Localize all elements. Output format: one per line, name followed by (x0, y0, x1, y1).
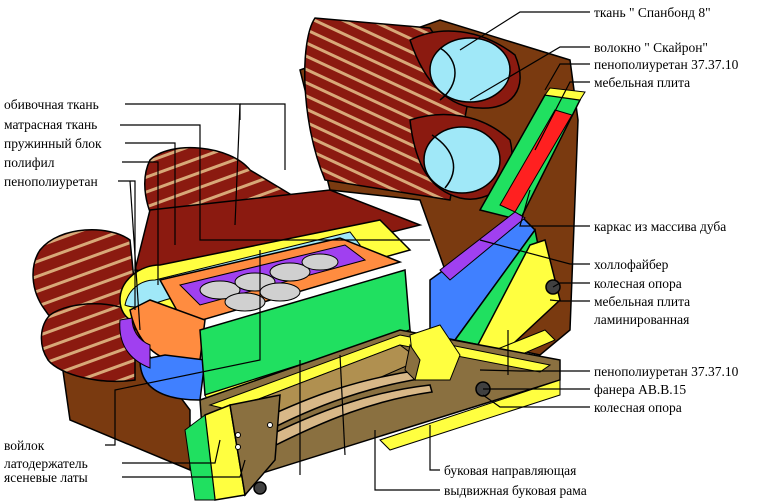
label-spring-block: пружинный блок (4, 136, 102, 151)
label-laminated-board-1: мебельная плита (594, 294, 691, 309)
label-felt: войлок (4, 438, 45, 453)
label-foam-seat: пенополиуретан 37.37.10 (594, 364, 739, 379)
label-furniture-board: мебельная плита (594, 75, 691, 90)
label-ash-slats: ясеневые латы (4, 470, 88, 485)
label-beech-guide: буковая направляющая (444, 463, 577, 478)
label-upholstery-fabric: обивочная ткань (4, 97, 99, 112)
label-spunbond-fabric: ткань " Спанбонд 8" (594, 5, 711, 20)
label-skyron-fiber: волокно " Скайрон" (594, 40, 708, 55)
label-mattress-fabric: матрасная ткань (4, 117, 98, 132)
label-foam-back: пенополиуретан 37.37.10 (594, 57, 739, 72)
label-pullout-frame: выдвижная буковая рама (444, 483, 587, 498)
label-hollofiber: холлофайбер (594, 257, 669, 272)
label-wheel-support-bottom: колесная опора (594, 400, 682, 415)
label-wheel-support-top: колесная опора (594, 276, 682, 291)
back-pillows (304, 17, 521, 201)
back-cushion-layers (478, 87, 586, 221)
label-polyfil: полифил (4, 155, 55, 170)
label-oak-frame: каркас из массива дуба (594, 219, 727, 234)
leader-lines (105, 11, 590, 491)
label-plywood: фанера АВ.В.15 (594, 382, 687, 397)
label-polyurethane-foam: пенополиуретан (4, 174, 98, 189)
label-laminated-board-2: ламинированная (594, 312, 690, 327)
label-slat-holder: латодержатель (4, 456, 88, 471)
